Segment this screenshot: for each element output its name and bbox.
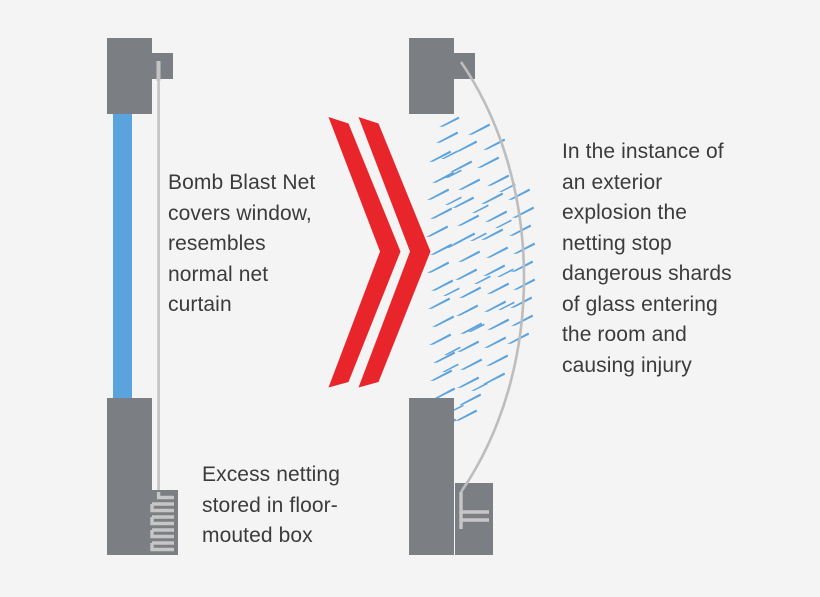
chevron-right (358, 117, 431, 388)
caption-excess-netting: Excess netting stored in floor-mouted bo… (202, 463, 340, 547)
glass-shard (443, 287, 460, 296)
folded-netting (150, 492, 174, 552)
glass-shards-field (426, 116, 536, 444)
glass-shard (457, 340, 480, 352)
glass-shard (497, 268, 514, 277)
glass-shard (477, 156, 500, 168)
glass-shard (426, 225, 449, 237)
glass-shard (470, 232, 487, 241)
glass-shard (485, 210, 508, 222)
glass-shard (427, 261, 450, 273)
glass-shard (455, 409, 478, 421)
glass-shard (483, 372, 506, 384)
glass-shard (439, 116, 460, 127)
glass-shard (483, 138, 506, 150)
left-bottom-structure-block (107, 398, 152, 555)
glass-shard (487, 282, 510, 294)
glass-shard (507, 332, 530, 344)
glass-shard (474, 275, 491, 284)
glass-shard (484, 336, 507, 348)
glass-shard (460, 358, 483, 370)
glass-shard (428, 297, 451, 309)
glass-shard (483, 264, 506, 276)
glass-shard (458, 178, 481, 190)
explosion-chevrons (328, 117, 431, 388)
right-bottom-structure-block (409, 398, 454, 555)
glass-shard (472, 204, 489, 213)
glass-shard (455, 268, 478, 280)
glass-shard (431, 279, 454, 291)
glass-shard (456, 304, 479, 316)
glass-shard (445, 169, 462, 178)
glass-shard (442, 363, 459, 372)
glass-shard (430, 207, 453, 219)
right-folded-netting (459, 492, 489, 529)
glass-shard (498, 301, 515, 310)
caption-exterior-explosion: In the instance of an exterior explosion… (562, 140, 732, 377)
glass-shard (427, 188, 450, 200)
glass-shard (430, 369, 453, 381)
glass-shard (433, 351, 456, 363)
glass-shard (481, 192, 504, 204)
right-net-cable-arc (459, 61, 526, 493)
glass-shard (457, 376, 480, 388)
glass-shard (509, 224, 532, 236)
glass-shard (432, 171, 455, 183)
glass-shard (512, 206, 535, 218)
glass-shard (484, 300, 507, 312)
glass-shard (452, 196, 475, 208)
glass-shard (455, 140, 478, 152)
glass-shard (446, 239, 463, 248)
glass-shard (471, 382, 488, 391)
glass-shard (486, 246, 509, 258)
glass-shard (487, 318, 510, 330)
glass-shard (429, 333, 452, 345)
glass-shard (459, 286, 482, 298)
left-panel-normal-state (107, 38, 178, 555)
chevron-left (328, 117, 401, 388)
glass-shard (457, 214, 480, 226)
glass-shard (453, 232, 476, 244)
glass-shard (459, 393, 482, 405)
caption-bomb-blast-net: Bomb Blast Net covers window, resembles … (168, 171, 316, 316)
glass-shard (487, 174, 510, 186)
glass-shard (508, 188, 531, 200)
right-top-structure-block (409, 38, 475, 114)
glass-shard (468, 323, 485, 332)
glass-shard (499, 183, 516, 192)
window-pane-blue (113, 110, 132, 402)
glass-shard (430, 243, 453, 255)
glass-shard (495, 219, 512, 228)
glass-shard (436, 131, 459, 143)
glass-shard (458, 250, 481, 262)
glass-shard (432, 315, 455, 327)
glass-shard (468, 123, 491, 135)
glass-shard (460, 322, 483, 334)
glass-shard (441, 150, 458, 159)
left-top-structure-block (107, 38, 173, 114)
glass-shard (510, 296, 533, 308)
glass-shard (511, 260, 534, 272)
right-panel-blast-state (409, 38, 526, 555)
glass-shard (486, 354, 509, 366)
glass-shard (429, 150, 452, 162)
glass-shard (481, 228, 504, 240)
glass-shard (445, 196, 462, 205)
glass-shard (433, 387, 456, 399)
glass-shard (450, 160, 473, 172)
glass-shard (444, 346, 461, 355)
